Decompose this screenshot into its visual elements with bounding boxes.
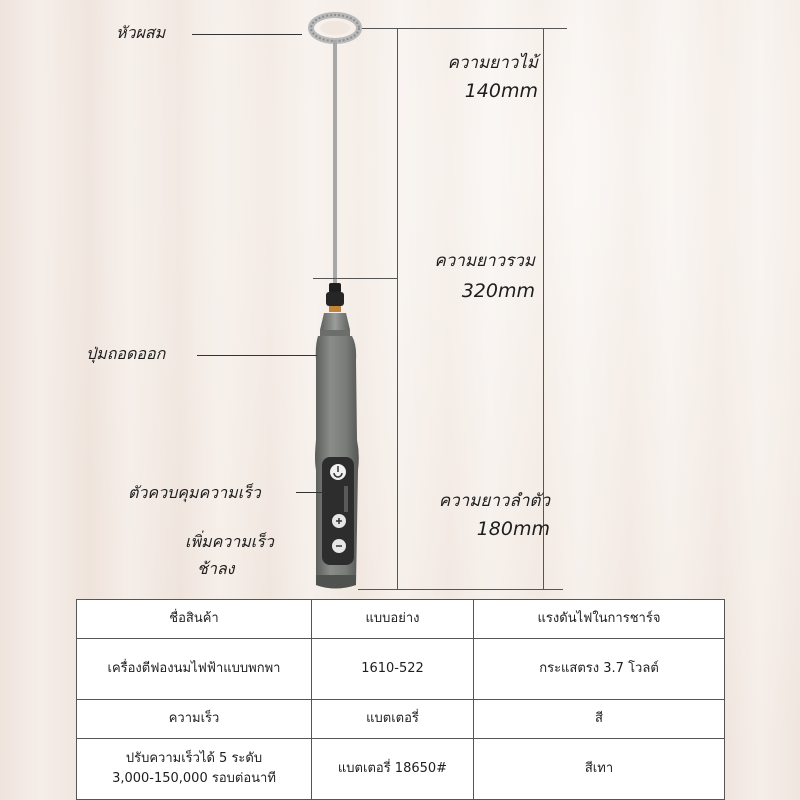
frother-neck bbox=[320, 313, 350, 330]
body-length-label: ความยาวลำตัว bbox=[438, 491, 550, 511]
speed-down-button bbox=[332, 539, 346, 553]
whisk-rod bbox=[333, 40, 337, 285]
header-battery: แบตเตอรี่ bbox=[311, 699, 474, 739]
guide-vertical-total bbox=[543, 28, 544, 590]
header-speed: ความเร็ว bbox=[76, 699, 312, 739]
leader-mixing-head bbox=[192, 34, 302, 35]
whisk-head bbox=[308, 12, 362, 44]
value-model: 1610-522 bbox=[311, 638, 474, 700]
callout-speed-up: เพิ่มความเร็ว bbox=[185, 532, 274, 551]
callout-speed-control: ตัวควบคุมความเร็ว bbox=[128, 483, 261, 502]
callout-release-button: ปุ่มถอดออก bbox=[86, 344, 166, 363]
speed-control-button bbox=[330, 464, 346, 480]
guide-top bbox=[362, 28, 567, 29]
callout-speed-down: ช้าลง bbox=[197, 559, 235, 578]
value-charging-voltage: กระแสตรง 3.7 โวลต์ bbox=[473, 638, 725, 700]
table-row: ชื่อสินค้า แบบอย่าง แรงดันไฟในการชาร์จ bbox=[76, 599, 725, 639]
collet bbox=[326, 283, 344, 312]
header-model: แบบอย่าง bbox=[311, 599, 474, 639]
table-row: ความเร็ว แบตเตอรี่ สี bbox=[76, 699, 725, 739]
speed-up-button bbox=[332, 514, 346, 528]
value-speed: ปรับความเร็วได้ 5 ระดับ 3,000-150,000 รอ… bbox=[76, 738, 312, 800]
leader-release-button bbox=[197, 355, 317, 356]
table-row: เครื่องตีฟองนมไฟฟ้าแบบพกพา 1610-522 กระแ… bbox=[76, 638, 725, 700]
control-panel bbox=[322, 457, 354, 565]
value-battery: แบตเตอรี่ 18650# bbox=[311, 738, 474, 800]
speed-line-1: ปรับความเร็วได้ 5 ระดับ bbox=[125, 751, 263, 766]
measurement-total-length: ความยาวรวม 320mm bbox=[434, 250, 535, 302]
table-row: ปรับความเร็วได้ 5 ระดับ 3,000-150,000 รอ… bbox=[76, 738, 725, 800]
header-color: สี bbox=[473, 699, 725, 739]
guide-bottom bbox=[358, 589, 563, 590]
spec-table: ชื่อสินค้า แบบอย่าง แรงดันไฟในการชาร์จ เ… bbox=[76, 599, 725, 800]
measurement-body-length: ความยาวลำตัว 180mm bbox=[439, 490, 550, 540]
total-length-label: ความยาวรวม bbox=[434, 251, 535, 271]
total-length-value: 320mm bbox=[461, 280, 535, 302]
header-charging-voltage: แรงดันไฟในการชาร์จ bbox=[473, 599, 725, 639]
measurement-rod-length: ความยาวไม้ 140mm bbox=[448, 52, 538, 102]
speed-line-2: 3,000-150,000 รอบต่อนาที bbox=[112, 771, 276, 786]
value-color: สีเทา bbox=[473, 738, 725, 800]
guide-rod-end bbox=[313, 278, 398, 279]
rod-length-value: 140mm bbox=[464, 80, 538, 102]
header-product-name: ชื่อสินค้า bbox=[76, 599, 312, 639]
value-product-name: เครื่องตีฟองนมไฟฟ้าแบบพกพา bbox=[76, 638, 312, 700]
callout-mixing-head: หัวผสม bbox=[116, 23, 166, 42]
body-length-value: 180mm bbox=[476, 518, 550, 540]
leader-speed-control bbox=[296, 492, 324, 493]
milk-frother-illustration bbox=[308, 12, 362, 589]
rod-length-label: ความยาวไม้ bbox=[447, 53, 538, 73]
guide-vertical-rod-body bbox=[397, 28, 398, 590]
